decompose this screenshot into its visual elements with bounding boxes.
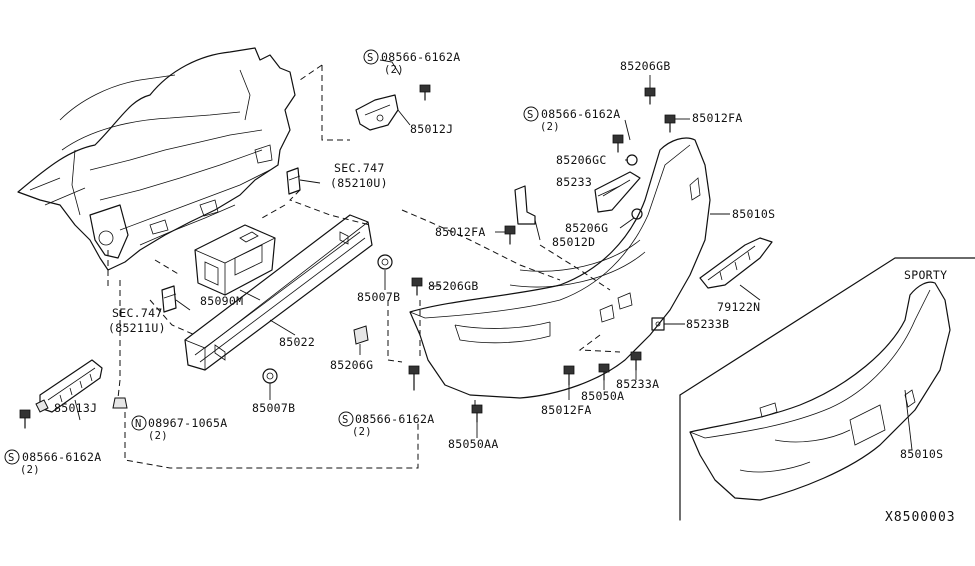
sporty-variant-panel: [679, 257, 975, 521]
bolt-mid-icon: [408, 365, 420, 391]
clip-85007B-upper-icon: [377, 254, 393, 270]
diagram-code: X8500003: [885, 510, 956, 525]
label-85010S-sporty: 85010S: [900, 447, 943, 461]
label-85010S: 85010S: [732, 207, 775, 221]
bolt-top-symbol-letter: S: [367, 52, 374, 64]
label-85007B-upper: 85007B: [357, 290, 400, 304]
part-79122N-extension: [699, 237, 773, 289]
bolt-85233A-icon: [630, 351, 642, 371]
label-nut-qty: (2): [148, 430, 168, 442]
label-85090M: 85090M: [200, 294, 243, 308]
label-85206GC: 85206GC: [556, 153, 607, 167]
clip-85206GC-icon: [626, 154, 638, 166]
label-85050AA: 85050AA: [448, 437, 499, 451]
nut-symbol-letter: N: [135, 418, 142, 430]
label-85007B-lower: 85007B: [252, 401, 295, 415]
label-85233: 85233: [556, 175, 592, 189]
label-bolt-right-qty: (2): [540, 121, 560, 133]
label-85012D: 85012D: [552, 235, 595, 249]
clip-85206GB-top-icon: [644, 87, 656, 105]
label-85206GB-mid: 85206GB: [428, 279, 479, 293]
label-85206G-right: 85206G: [565, 221, 608, 235]
label-bolt-mid-code: 08566-6162A: [355, 412, 434, 426]
label-85012FA-mid: 85012FA: [435, 225, 486, 239]
label-sec747-upper-ref: (85210U): [330, 176, 388, 190]
bolt-mid-symbol: [338, 411, 354, 427]
label-sec747-lower: SEC.747: [112, 306, 163, 320]
sporty-label: SPORTY: [904, 268, 947, 282]
label-85206GB-top: 85206GB: [620, 59, 671, 73]
clip-85012FA-bottom-icon: [563, 365, 575, 386]
sec747-upper-bracket: [286, 167, 301, 195]
clip-85206GB-mid-icon: [411, 277, 423, 296]
leader-lines: [74, 59, 913, 451]
vehicle-body-rear-structure: [17, 47, 296, 271]
label-85013J: 85013J: [54, 401, 97, 415]
label-85012FA-bottom: 85012FA: [541, 403, 592, 417]
callout-nut: N 08967-1065A (2): [131, 415, 227, 442]
label-85022: 85022: [279, 335, 315, 349]
label-79122N: 79122N: [717, 300, 760, 314]
label-85050A: 85050A: [581, 389, 624, 403]
part-85233-bracket: [594, 171, 641, 213]
bolt-left-symbol: [4, 449, 20, 465]
sec747-lower-bracket: [161, 285, 177, 313]
part-85013J-side-bracket: [35, 359, 103, 413]
label-85233A: 85233A: [616, 377, 659, 391]
label-nut-code: 08967-1065A: [148, 416, 227, 430]
label-85233B: 85233B: [686, 317, 729, 331]
callout-bolt-right: S 08566-6162A (2): [523, 106, 620, 133]
bolt-right-icon: [612, 134, 624, 153]
label-bolt-left-code: 08566-6162A: [22, 450, 101, 464]
nut-icon: [112, 397, 128, 409]
bolt-85050AA-icon: [471, 404, 483, 423]
clip-85233B-icon: [651, 317, 665, 331]
bolt-left-symbol-letter: S: [8, 452, 15, 464]
bolt-left-icon: [19, 409, 31, 429]
clip-85206G-icon: [353, 325, 369, 345]
label-85206G: 85206G: [330, 358, 373, 372]
label-bolt-left-qty: (2): [20, 464, 40, 476]
bolt-top-icon: [419, 84, 431, 101]
bolt-right-symbol: [523, 106, 539, 122]
dashed-relation-lines: [107, 64, 621, 469]
bolt-mid-symbol-letter: S: [342, 414, 349, 426]
part-85022-bumper-reinforcement: [184, 214, 373, 371]
nut-symbol: [131, 415, 147, 431]
label-bolt-mid-qty: (2): [352, 426, 372, 438]
clip-85007B-lower-icon: [262, 368, 278, 384]
label-bolt-right-code: 08566-6162A: [541, 107, 620, 121]
label-bolt-top-code: 08566-6162A: [381, 50, 460, 64]
bolt-top-symbol: [363, 49, 379, 65]
label-85012J: 85012J: [410, 122, 453, 136]
part-85012J-bracket: [355, 94, 399, 131]
clip-85012FA-top-icon: [664, 114, 676, 133]
label-bolt-top-qty: (2): [384, 64, 404, 76]
clip-85206G-right-icon: [631, 208, 643, 220]
part-85012D-bracket: [514, 185, 536, 225]
part-85010S-rear-bumper-fascia: [409, 137, 711, 399]
clip-85012FA-mid-icon: [504, 225, 516, 245]
callout-bolt-mid: S 08566-6162A (2): [338, 411, 434, 438]
bolt-85050A-icon: [598, 363, 610, 381]
label-85012FA-top: 85012FA: [692, 111, 743, 125]
part-85090M-energy-absorber: [194, 224, 276, 296]
label-sec747-upper: SEC.747: [334, 161, 385, 175]
callout-bolt-left: S 08566-6162A (2): [4, 449, 101, 476]
label-sec747-lower-ref: (85211U): [108, 321, 166, 335]
bolt-right-symbol-letter: S: [527, 109, 534, 121]
callout-bolt-top: S 08566-6162A (2): [363, 49, 460, 76]
